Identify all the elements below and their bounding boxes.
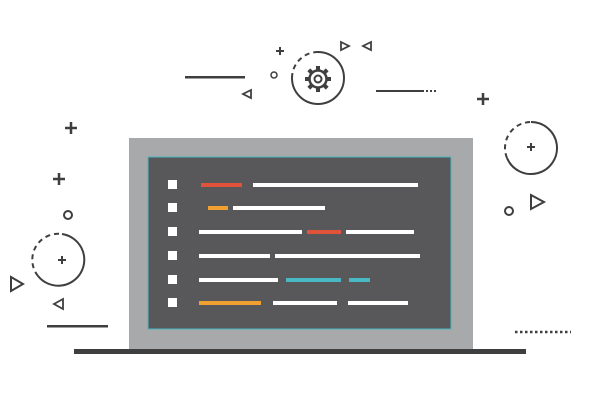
triangle-icon (340, 40, 352, 52)
divider-line (47, 325, 108, 328)
laptop (74, 138, 526, 354)
divider-line (185, 76, 245, 79)
code-segment (275, 254, 420, 258)
code-segment (273, 301, 337, 305)
left-decorations (10, 122, 108, 328)
code-segment (348, 301, 408, 305)
triangle-icon (52, 297, 64, 311)
dashed-circle-segment (504, 121, 532, 159)
dashed-circle-icon (506, 121, 558, 175)
checkbox-icon (168, 251, 177, 260)
checkbox-icon (168, 227, 177, 236)
code-segment (253, 183, 418, 187)
checkbox-icon (168, 180, 177, 189)
dashed-circle-icon (37, 233, 86, 287)
code-segment (346, 230, 414, 234)
triangle-icon (360, 40, 372, 52)
code-segment (286, 278, 341, 282)
triangle-icon (530, 193, 547, 211)
triangle-icon (10, 275, 25, 293)
code-segment (199, 230, 302, 234)
plus-icon (527, 143, 535, 151)
checkbox-icon (168, 275, 177, 284)
code-line (168, 298, 408, 307)
right-decorations (477, 93, 571, 334)
code-segment (307, 230, 341, 234)
code-line (168, 227, 414, 236)
code-segment (201, 183, 242, 187)
gear-icon (305, 66, 331, 92)
laptop-base (74, 349, 526, 354)
divider-line (376, 90, 424, 92)
code-segment (199, 278, 278, 282)
plus-icon (477, 93, 489, 105)
gear-badge (185, 40, 438, 105)
code-segment (199, 301, 261, 305)
code-line (168, 275, 370, 284)
checkbox-icon (168, 203, 177, 212)
circle-icon (504, 206, 514, 216)
code-editor (168, 180, 420, 307)
plus-icon (53, 173, 65, 185)
dashed-circle-segment (31, 232, 63, 277)
plus-icon (65, 122, 77, 134)
triangle-icon (240, 88, 252, 100)
plus-icon (276, 47, 284, 55)
code-segment (233, 206, 325, 210)
dashed-circle-icon (291, 51, 345, 105)
circle-icon (270, 71, 278, 79)
checkbox-icon (168, 298, 177, 307)
code-line (168, 251, 420, 260)
code-line (168, 180, 418, 189)
code-segment (349, 278, 370, 282)
plus-icon (58, 256, 66, 264)
code-line (168, 203, 325, 212)
circle-icon (63, 210, 73, 220)
dashed-circle-segment (291, 51, 319, 79)
code-segment (208, 206, 228, 210)
code-segment (199, 254, 270, 258)
